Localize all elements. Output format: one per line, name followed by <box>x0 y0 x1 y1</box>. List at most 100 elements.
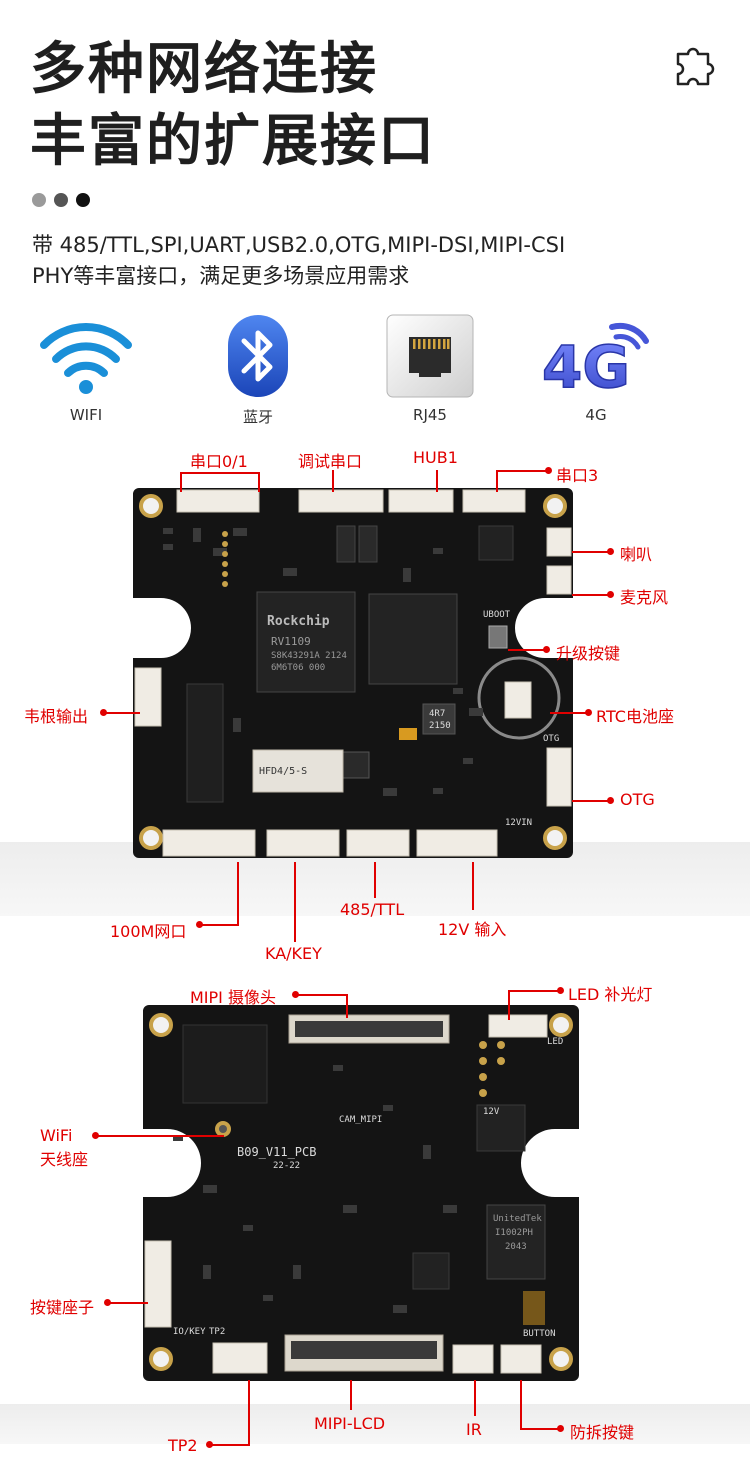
feature-label: WIFI <box>69 406 103 424</box>
feature-label: RJ45 <box>413 406 447 424</box>
leader-dot <box>557 1425 564 1432</box>
label-key-socket: 按键座子 <box>30 1298 95 1317</box>
leader-line <box>180 472 182 492</box>
dot <box>32 193 46 207</box>
label-uart3: 串口3 <box>556 466 599 485</box>
leader-dot <box>292 991 299 998</box>
leader-line <box>294 862 296 942</box>
pagination-dots <box>32 193 90 207</box>
leader-line <box>496 470 498 492</box>
leader-line <box>572 551 610 553</box>
silk-uboot: UBOOT <box>483 610 511 620</box>
board-top: Rockchip RV1109 S8K43291A 2124 6M6T06 00… <box>133 488 573 858</box>
label-wifi-antenna-1: WiFi <box>40 1126 73 1145</box>
soc-brand: Rockchip <box>267 614 330 629</box>
label-ir: IR <box>466 1420 482 1439</box>
leader-line <box>96 1135 224 1137</box>
description: 带 485/TTL,SPI,UART,USB2.0,OTG,MIPI-DSI,M… <box>32 230 722 292</box>
svg-text:4G: 4G <box>542 333 630 399</box>
leader-dot <box>104 1299 111 1306</box>
leader-line <box>180 472 260 474</box>
wifi-icon <box>40 310 132 402</box>
page-title-line1: 多种网络连接 <box>30 37 378 102</box>
leader-line <box>508 990 510 1020</box>
board-top-pcb-icon <box>133 488 573 858</box>
label-led: LED 补光灯 <box>568 985 653 1004</box>
label-wiegand: 韦根输出 <box>24 707 89 726</box>
leader-line <box>472 862 474 910</box>
leader-line <box>248 1380 250 1446</box>
label-mipi-cam: MIPI 摄像头 <box>190 988 276 1007</box>
board-bottom-pcb-icon <box>143 1005 579 1381</box>
silk-pcb: B09_V11_PCB <box>237 1145 317 1159</box>
soc-code2: 6M6T06 000 <box>271 663 326 673</box>
leader-line <box>572 594 610 596</box>
label-upgrade-key: 升级按键 <box>556 644 621 663</box>
leader-dot <box>585 709 592 716</box>
feature-bluetooth: 蓝牙 <box>212 310 308 427</box>
inductor-text1: 4R7 <box>429 709 446 719</box>
rj45-icon <box>384 310 476 402</box>
leader-line <box>296 994 348 996</box>
leader-line <box>108 1302 148 1304</box>
bluetooth-icon <box>212 310 304 402</box>
puzzle-icon[interactable] <box>670 40 718 88</box>
leader-line <box>550 712 588 714</box>
silk-tp2: TP2 <box>209 1327 226 1337</box>
feature-label: 蓝牙 <box>242 408 273 426</box>
soc-model: RV1109 <box>271 635 311 648</box>
feature-wifi: WIFI <box>40 310 136 424</box>
leader-line <box>346 994 348 1018</box>
leader-dot <box>607 797 614 804</box>
silk-button: BUTTON <box>523 1329 556 1339</box>
leader-dot <box>100 709 107 716</box>
silk-led: LED <box>547 1037 564 1047</box>
leader-line <box>474 1380 476 1416</box>
label-hub1: HUB1 <box>413 448 458 467</box>
silk-12vin: 12VIN <box>505 818 533 828</box>
leader-line <box>520 1380 522 1430</box>
dot <box>76 193 90 207</box>
leader-line <box>237 862 239 926</box>
leader-line <box>436 470 438 492</box>
description-line1: 带 485/TTL,SPI,UART,USB2.0,OTG,MIPI-DSI,M… <box>32 233 566 257</box>
label-485: 485/TTL <box>340 900 405 919</box>
leader-line <box>350 1380 352 1410</box>
silk-date: 22-22 <box>273 1161 301 1171</box>
leader-line <box>508 649 546 651</box>
silk-cam: CAM_MIPI <box>339 1115 383 1125</box>
label-power: 12V 输入 <box>438 920 507 939</box>
label-debug: 调试串口 <box>298 452 363 471</box>
board-bottom: B09_V11_PCB 22-22 CAM_MIPI IO/KEY TP2 BU… <box>143 1005 579 1381</box>
silk-otg: OTG <box>543 734 560 744</box>
soc-code1: S8K43291A 2124 <box>271 651 347 661</box>
label-tamper: 防拆按键 <box>570 1423 635 1442</box>
4g-icon: 4G <box>538 310 658 402</box>
leader-line <box>104 712 140 714</box>
leader-dot <box>607 548 614 555</box>
leader-dot <box>92 1132 99 1139</box>
label-tp2: TP2 <box>168 1436 198 1455</box>
feature-rj45: RJ45 <box>384 310 480 424</box>
display-shelf <box>0 1404 750 1444</box>
leader-dot <box>206 1441 213 1448</box>
label-wifi-antenna-2: 天线座 <box>40 1150 89 1169</box>
feature-4g: 4G 4G <box>538 310 658 424</box>
leader-line <box>520 1428 560 1430</box>
leader-dot <box>557 987 564 994</box>
phy-text2: I1002PH <box>495 1228 533 1238</box>
leader-line <box>572 800 610 802</box>
dot <box>54 193 68 207</box>
leader-line <box>496 470 548 472</box>
inductor-text2: 2150 <box>429 721 451 731</box>
feature-label: 4G <box>585 406 607 424</box>
label-otg: OTG <box>620 790 655 809</box>
label-rtc: RTC电池座 <box>596 707 674 726</box>
leader-dot <box>543 646 550 653</box>
label-ka-key: KA/KEY <box>265 944 322 963</box>
silk-key: IO/KEY <box>173 1327 206 1337</box>
silk-12v: 12V <box>483 1107 500 1117</box>
leader-dot <box>196 921 203 928</box>
leader-line <box>374 862 376 898</box>
leader-line <box>200 924 238 926</box>
